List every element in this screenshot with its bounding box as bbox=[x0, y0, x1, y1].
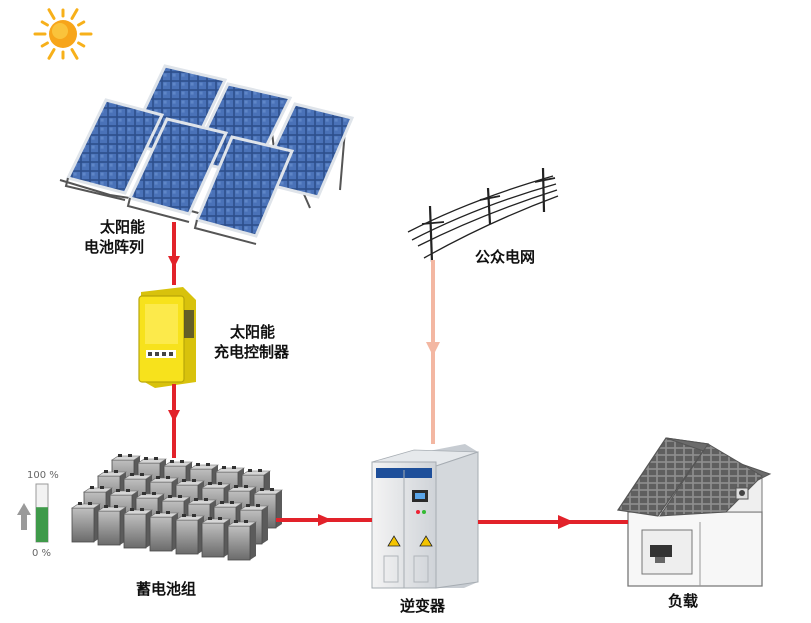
gauge-bottom-label: 0 % bbox=[32, 548, 51, 559]
battery-cell bbox=[201, 517, 231, 558]
solar-array-label-1: 太阳能 bbox=[100, 218, 145, 236]
solar-array-label-2: 电池阵列 bbox=[84, 238, 144, 256]
solar-panel-icon bbox=[59, 64, 355, 245]
battery-cell bbox=[97, 505, 127, 546]
controller-label-1: 太阳能 bbox=[230, 323, 275, 341]
gauge-fill bbox=[36, 507, 48, 542]
flow-battery-to-inverter bbox=[276, 514, 372, 526]
battery-gauge: 100 % 0 % bbox=[17, 470, 59, 559]
battery-cell bbox=[123, 508, 153, 549]
inverter-icon bbox=[371, 444, 479, 589]
battery-icon bbox=[71, 454, 283, 561]
flow-grid-to-inverter bbox=[426, 260, 440, 444]
controller-label-2: 充电控制器 bbox=[214, 343, 290, 361]
sun-icon bbox=[33, 8, 93, 60]
charge-controller-icon bbox=[138, 287, 196, 388]
flow-controller-to-battery bbox=[168, 384, 180, 458]
load-label: 负载 bbox=[668, 592, 698, 610]
battery-cell bbox=[175, 514, 205, 555]
arrow-up-icon bbox=[17, 503, 31, 530]
battery-cell bbox=[149, 511, 179, 552]
flow-array-to-controller bbox=[168, 222, 180, 285]
battery-bank-label: 蓄电池组 bbox=[136, 580, 196, 598]
battery-cell bbox=[227, 520, 257, 561]
inverter-label: 逆变器 bbox=[400, 597, 446, 615]
gauge-top-label: 100 % bbox=[27, 470, 59, 481]
power-line-icon bbox=[407, 167, 559, 263]
flow-inverter-to-load bbox=[478, 515, 628, 529]
battery-cell bbox=[71, 502, 101, 543]
public-grid-label: 公众电网 bbox=[475, 248, 535, 266]
house-icon bbox=[616, 437, 772, 587]
